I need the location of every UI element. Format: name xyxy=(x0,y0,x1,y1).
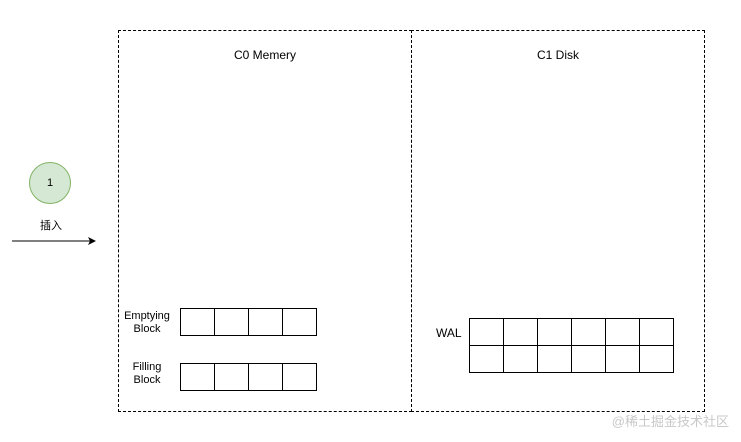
emptying-block-label-line1: Emptying xyxy=(124,310,170,322)
step-label: 插入 xyxy=(40,220,62,232)
wal-cell xyxy=(504,346,538,373)
wal-cell xyxy=(538,319,572,346)
wal-label: WAL xyxy=(436,326,462,340)
wal-cell xyxy=(572,319,606,346)
watermark: @稀土掘金技术社区 xyxy=(611,414,729,429)
step-number: 1 xyxy=(46,177,54,189)
wal-cell xyxy=(504,319,538,346)
memory-panel: C0 Memery xyxy=(118,30,412,412)
filling-block-cell xyxy=(283,364,317,391)
wal-cell xyxy=(470,346,504,373)
wal-cell xyxy=(538,346,572,373)
wal-cell xyxy=(606,346,640,373)
emptying-block-cell xyxy=(181,309,215,336)
filling-block-cell xyxy=(181,364,215,391)
filling-block-label: Filling Block xyxy=(117,361,177,387)
emptying-block-cell xyxy=(249,309,283,336)
emptying-block-label-line2: Block xyxy=(133,323,161,335)
emptying-block-label: Emptying Block xyxy=(117,310,177,336)
emptying-block-cell xyxy=(215,309,249,336)
wal-block xyxy=(469,318,674,373)
filling-block-cell xyxy=(249,364,283,391)
step-circle: 1 xyxy=(29,162,71,204)
disk-panel-title: C1 Disk xyxy=(536,48,579,62)
filling-block-cell xyxy=(215,364,249,391)
emptying-block-cell xyxy=(283,309,317,336)
wal-cell xyxy=(640,346,674,373)
wal-cell xyxy=(470,319,504,346)
wal-cell xyxy=(572,346,606,373)
memory-panel-title: C0 Memery xyxy=(233,48,296,62)
wal-cell xyxy=(640,319,674,346)
emptying-block xyxy=(180,308,317,336)
filling-block-label-line2: Block xyxy=(133,374,161,386)
insert-arrow-head xyxy=(88,237,96,245)
wal-cell xyxy=(606,319,640,346)
disk-panel: C1 Disk xyxy=(411,30,705,412)
insert-arrow xyxy=(12,237,96,245)
filling-block-label-line1: Filling xyxy=(132,361,162,373)
filling-block xyxy=(180,363,317,391)
